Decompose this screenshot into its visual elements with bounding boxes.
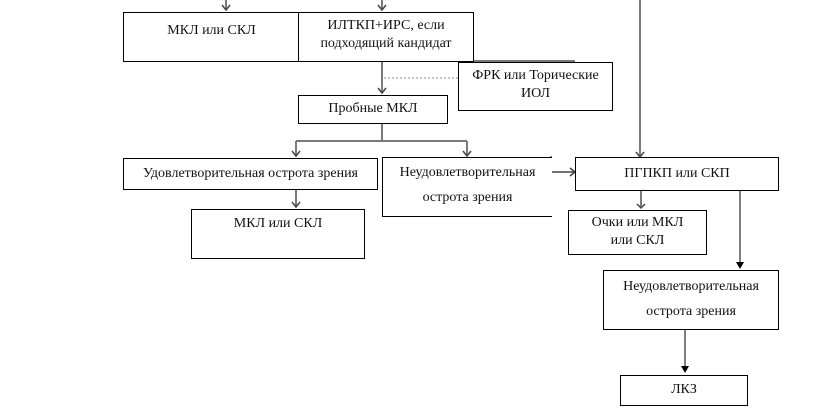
node-label: МКЛ или СКЛ [167,23,256,38]
arrowhead [377,4,387,12]
arrowhead [736,262,744,269]
node-label: ИОЛ [520,86,551,101]
node-label: Очки или МКЛ [591,215,684,230]
node-lkz: ЛКЗ [620,375,748,406]
arrowhead [291,150,301,158]
node-unsatisfactory-2: Неудовлетворительная острота зрения [603,270,779,330]
arrowhead [681,366,689,373]
node-ilkp-irs: ИЛТКП+ИРС, если подходящий кандидат [298,12,474,62]
arrowhead [462,150,472,158]
node-label: ЛКЗ [671,382,697,397]
node-label: ИЛТКП+ИРС, если [327,18,445,33]
edge-trial-split [295,123,468,156]
node-label: ПГПКП или СКП [624,166,730,181]
arrowhead [377,87,387,95]
node-label: острота зрения [646,304,736,319]
edge-unsat1-to-pgpkp [550,167,577,177]
node-label: Удовлетворительная острота зрения [142,166,358,181]
node-mkl-skl-top: МКЛ или СКЛ [123,12,300,62]
node-label: МКЛ или СКЛ [233,216,323,231]
node-label: Неудовлетворительная [399,165,536,180]
arrowhead [291,201,301,209]
node-label: Неудовлетворительная [623,279,759,294]
arrowhead [636,203,646,210]
node-satisfactory: Удовлетворительная острота зрения [123,158,378,190]
node-label: или СКЛ [610,233,665,248]
node-mkl-skl-bottom: МКЛ или СКЛ [191,209,365,259]
node-glasses: Очки или МКЛ или СКЛ [568,210,707,255]
node-label: ФРК или Торические [472,68,599,83]
arrowhead [221,4,231,12]
node-pgpkp-skp: ПГПКП или СКП [575,157,779,191]
node-label: подходящий кандидат [320,36,452,51]
node-trial-mkl: Пробные МКЛ [298,95,448,124]
node-unsatisfactory-1: Неудовлетворительная острота зрения [382,157,552,217]
node-label: острота зрения [422,190,513,205]
node-label: Пробные МКЛ [328,101,418,116]
node-frk-iol: ФРК или Торические ИОЛ [458,62,613,111]
